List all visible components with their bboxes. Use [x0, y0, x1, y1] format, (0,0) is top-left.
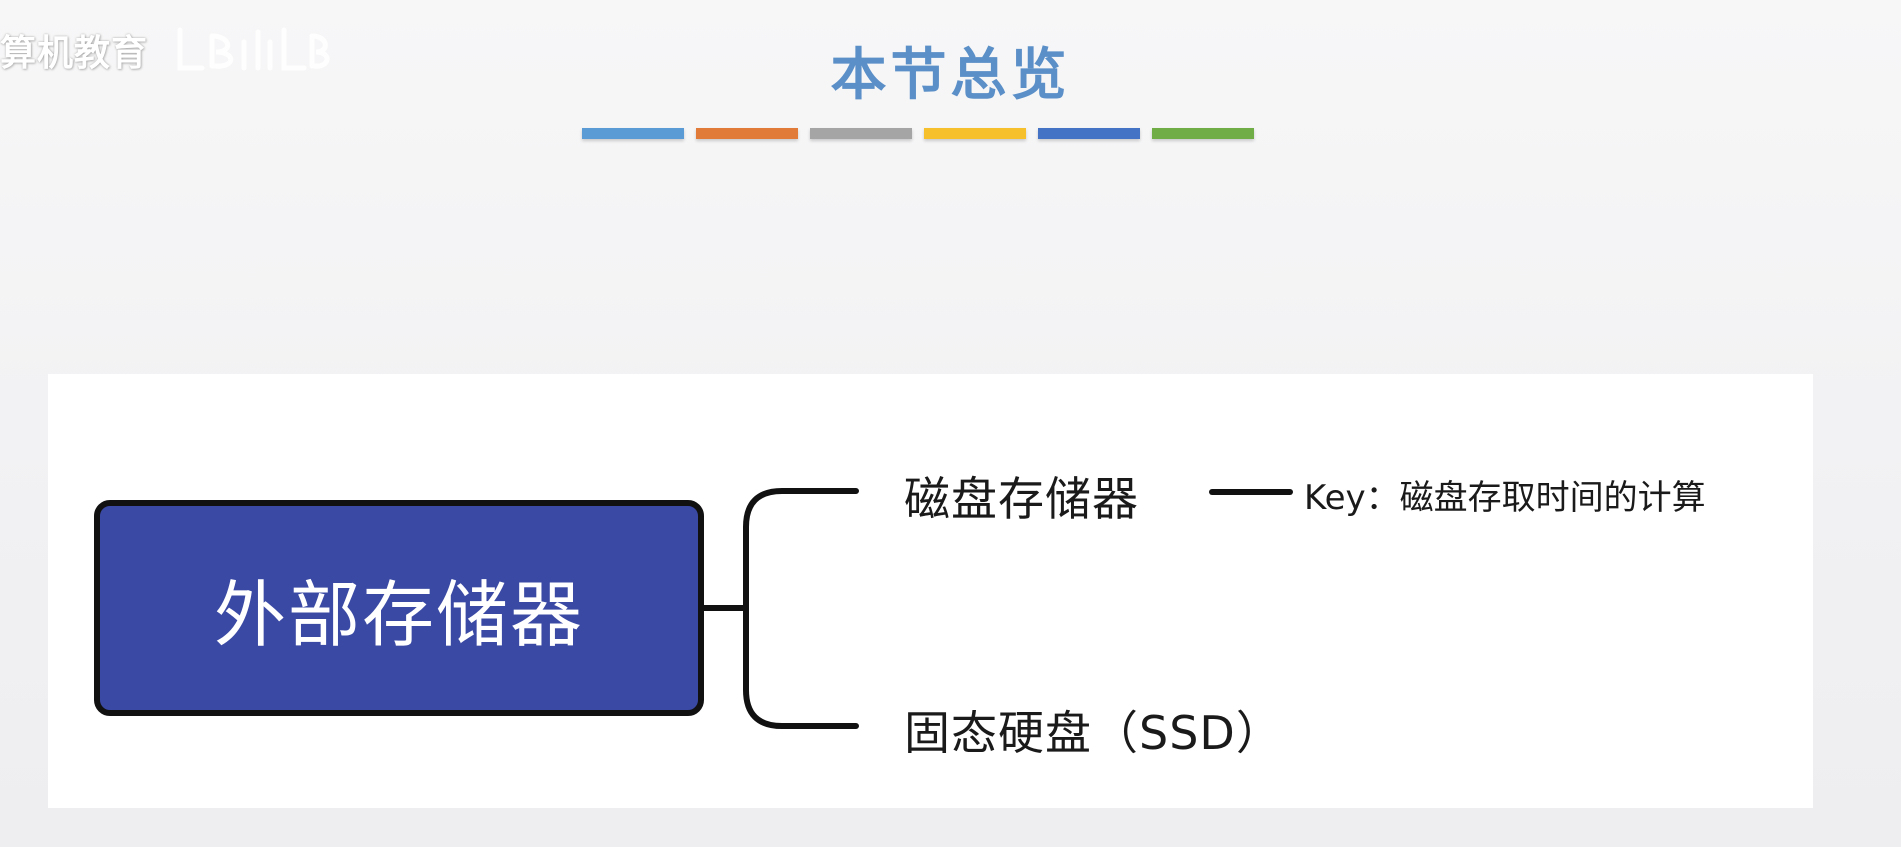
color-bar-darkblue — [1038, 128, 1140, 139]
color-bar-gray — [810, 128, 912, 139]
page-title: 本节总览 — [830, 43, 1071, 108]
watermark: 算机教育 — [0, 22, 332, 78]
bilibili-logo-icon — [177, 27, 330, 71]
root-node: 外部存储器 — [94, 500, 704, 716]
branch-node-disk: 磁盘存储器 — [904, 472, 1139, 526]
color-bar-blue — [582, 128, 684, 139]
color-bar-yellow — [924, 128, 1026, 139]
color-bar-green — [1152, 128, 1254, 139]
branch-node-ssd: 固态硬盘（SSD） — [904, 706, 1283, 760]
watermark-text: 算机教育 — [0, 33, 149, 74]
root-node-label: 外部存储器 — [213, 572, 584, 657]
title-color-bars — [582, 128, 1254, 139]
branch-note-key: Key：磁盘存取时间的计算 — [1304, 478, 1706, 518]
color-bar-orange — [696, 128, 798, 139]
